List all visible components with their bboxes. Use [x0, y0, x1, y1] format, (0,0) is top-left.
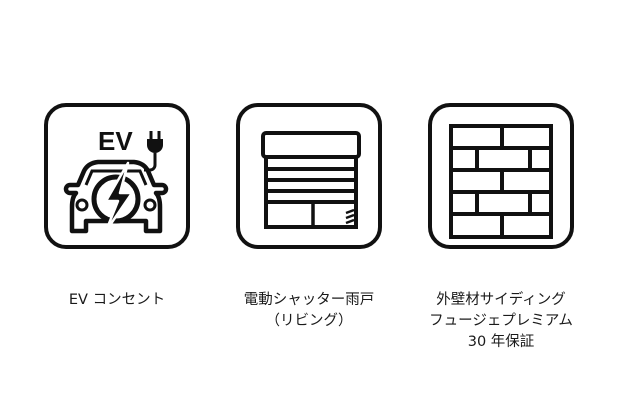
electric-shutter-label: 電動シャッター雨戸 （リビング） — [209, 290, 409, 332]
label-line: フュージェプレミアム — [429, 313, 573, 329]
label-line: EV コンセント — [68, 292, 166, 308]
electric-shutter-icon-box — [236, 103, 382, 249]
brick-wall-icon — [449, 124, 553, 239]
ev-charging-car-icon: EV — [63, 126, 169, 234]
siding-label: 外壁材サイディング フュージェプレミアム 30 年保証 — [401, 290, 601, 353]
label-line: 外壁材サイディング — [436, 292, 566, 308]
svg-text:EV: EV — [98, 126, 133, 156]
label-line: （リビング） — [265, 313, 353, 329]
label-line: 30 年保証 — [467, 334, 535, 350]
label-line: 電動シャッター雨戸 — [243, 292, 375, 308]
roller-shutter-icon — [261, 131, 361, 229]
ev-outlet-label: EV コンセント — [17, 290, 217, 311]
ev-outlet-icon-box: EV — [44, 103, 190, 249]
siding-icon-box — [428, 103, 574, 249]
